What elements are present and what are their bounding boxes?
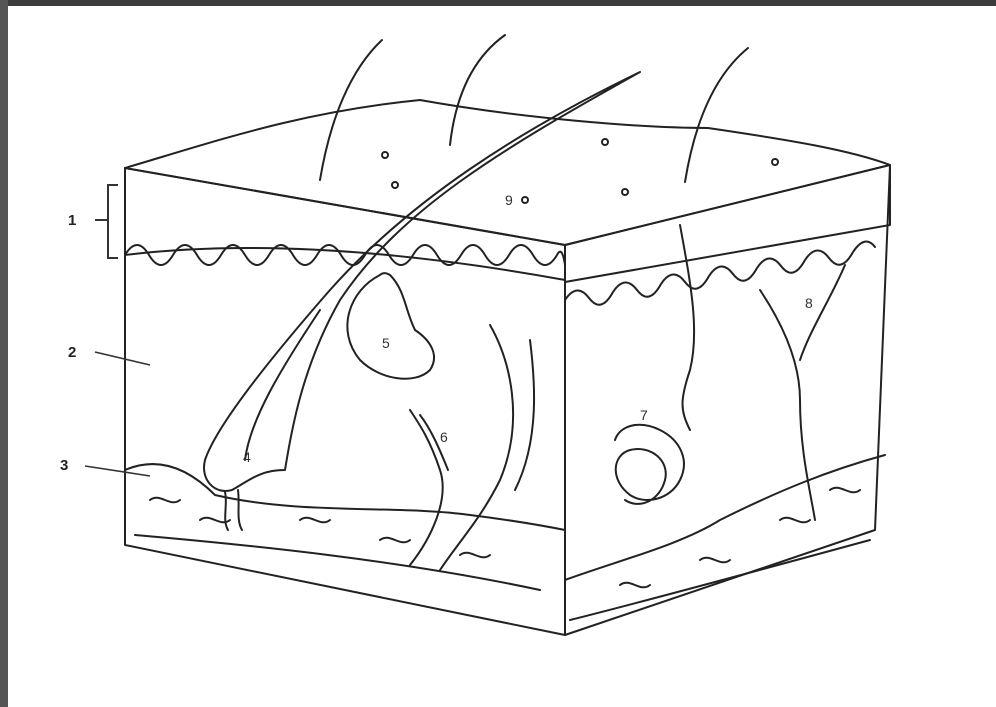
label-8: 8 (805, 295, 813, 311)
sweat-gland-coil (615, 425, 684, 504)
pore (602, 139, 608, 145)
label-2: 2 (68, 344, 76, 361)
pore (382, 152, 388, 158)
sweat-gland-duct (680, 225, 694, 430)
hair-2 (450, 35, 505, 145)
hair-3 (685, 48, 748, 182)
epidermis-front-left (125, 168, 565, 280)
sebaceous-gland (347, 273, 434, 379)
nerve-fiber-6 (410, 325, 534, 570)
leader-3 (85, 466, 150, 476)
sweat-pore (522, 197, 528, 203)
epidermis-bracket (95, 185, 118, 258)
pore (392, 182, 398, 188)
hypodermis-boundary-left (125, 464, 565, 530)
hair-bulb-roots (225, 490, 242, 530)
dermal-papillae-left (125, 245, 565, 265)
label-1: 1 (68, 212, 76, 229)
leader-2 (95, 352, 150, 365)
label-9: 9 (505, 192, 513, 208)
blood-vessel-8 (760, 265, 845, 520)
hypodermis-fat-lines (135, 488, 870, 620)
skin-surface-top (125, 100, 890, 245)
label-4: 4 (243, 449, 251, 465)
label-3: 3 (60, 457, 68, 474)
pore (772, 159, 778, 165)
label-7: 7 (640, 407, 648, 423)
label-5: 5 (382, 335, 390, 351)
pore (622, 189, 628, 195)
label-6: 6 (440, 429, 448, 445)
